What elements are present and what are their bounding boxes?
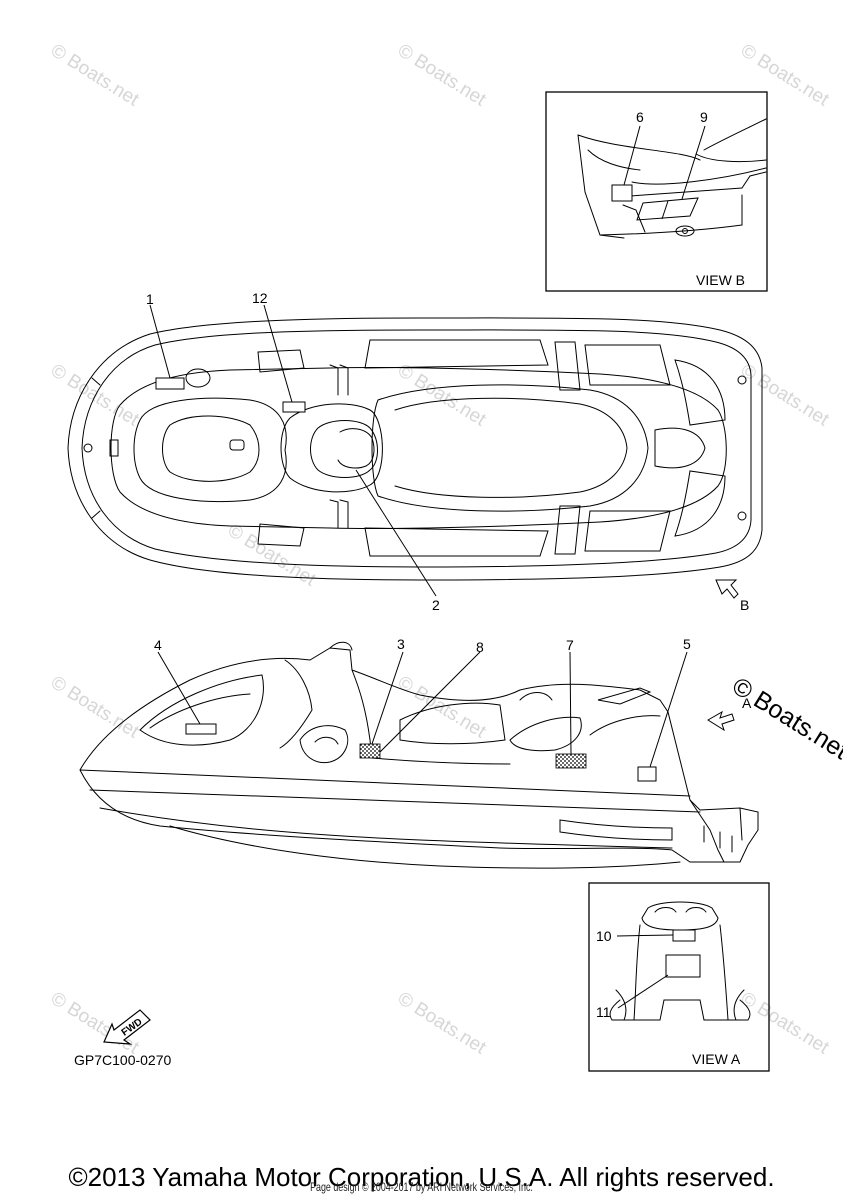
decal-5 — [637, 766, 657, 782]
decal-12 — [282, 401, 306, 413]
arrow-b-label: B — [740, 597, 749, 613]
callout-3: 3 — [397, 636, 405, 652]
copyright-notice: ©2013 Yamaha Motor Corporation, U.S.A. A… — [68, 1162, 775, 1192]
callout-10: 10 — [596, 928, 612, 944]
callout-9: 9 — [700, 109, 708, 125]
callout-7: 7 — [566, 637, 574, 653]
page-design-credit: Page design © 2004-2017 by ARI Network S… — [310, 1180, 533, 1194]
callout-8: 8 — [476, 639, 484, 655]
callout-11: 11 — [596, 1004, 611, 1020]
arrow-a-label: A — [742, 695, 752, 711]
view-a-title: VIEW A — [692, 1051, 741, 1067]
view-b-title: VIEW B — [696, 272, 745, 288]
callout-1: 1 — [146, 291, 154, 307]
decal-7 — [555, 753, 587, 769]
fwd-arrow-icon: FWD — [103, 1009, 151, 1045]
diagram-code: GP7C100-0270 — [74, 1052, 172, 1068]
view-b-inset: 6 9 VIEW B — [545, 91, 768, 292]
callout-4: 4 — [154, 637, 162, 653]
decal-4 — [185, 723, 217, 735]
callout-6: 6 — [636, 109, 644, 125]
view-b-arrow-icon — [715, 579, 739, 599]
watercraft-top-view — [67, 317, 763, 581]
callout-5: 5 — [683, 636, 691, 652]
decal-1 — [155, 377, 185, 390]
decal-8 — [359, 743, 381, 759]
view-a-inset: 10 11 VIEW A — [588, 882, 770, 1072]
view-a-arrow-icon — [707, 710, 735, 732]
callout-2: 2 — [432, 597, 440, 613]
callout-12: 12 — [252, 290, 268, 306]
watercraft-side-view — [79, 641, 759, 869]
